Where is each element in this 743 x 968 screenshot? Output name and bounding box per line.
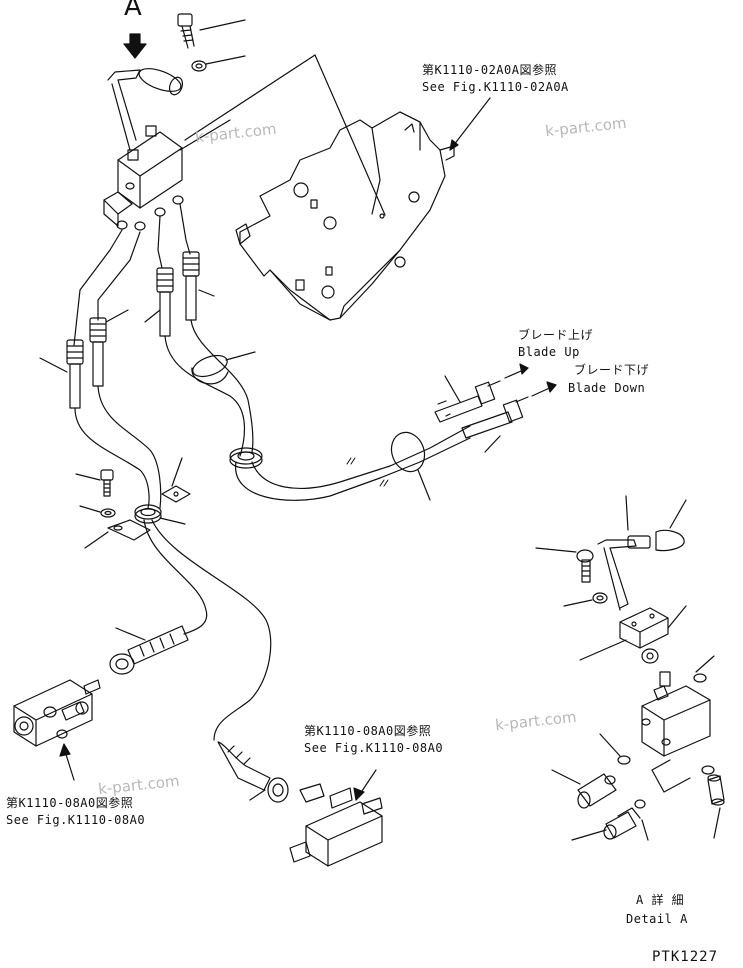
control-lever xyxy=(107,68,184,151)
detail-straight-fitting xyxy=(707,774,725,839)
blade-down-en: Blade Down xyxy=(568,381,646,395)
leader-mount xyxy=(184,54,316,141)
lower-fitting-right xyxy=(217,741,289,803)
control-valve xyxy=(103,119,231,231)
top-bolt xyxy=(177,13,246,49)
hose-clamp-upper xyxy=(191,351,256,385)
blade-down-fitting xyxy=(461,396,529,453)
detail-elbow-1 xyxy=(551,769,617,809)
view-arrow-a xyxy=(123,33,147,59)
detail-lever xyxy=(597,495,687,611)
blade-up-fitting xyxy=(434,375,501,423)
bottom-valve-block xyxy=(289,769,383,867)
detail-valve xyxy=(641,655,715,793)
hose-left-pair xyxy=(73,203,191,346)
hose-fitting-3 xyxy=(144,267,174,337)
top-washer xyxy=(191,55,246,72)
detail-orings xyxy=(599,733,715,809)
detail-washer xyxy=(563,592,608,607)
lower-fitting-left xyxy=(109,625,189,675)
small-washer xyxy=(79,505,116,518)
view-label-a: A xyxy=(124,0,143,22)
detail-bracket xyxy=(579,605,687,661)
left-valve-block xyxy=(13,679,101,781)
hose-fitting-2 xyxy=(89,309,129,387)
blade-up-arrow xyxy=(504,363,529,379)
blade-up-en: Blade Up xyxy=(518,345,580,359)
detail-a-jp: A 詳 細 xyxy=(636,893,685,907)
ref-left-en: See Fig.K1110-08A0 xyxy=(6,813,146,827)
blade-down-arrow xyxy=(531,381,557,397)
leader-mount-2 xyxy=(314,54,386,216)
detail-bolt xyxy=(535,547,594,583)
grommet-upper xyxy=(229,447,263,469)
hose-fitting-1 xyxy=(39,339,84,409)
ref-top-en: See Fig.K1110-02A0A xyxy=(422,80,569,94)
hoses-to-grommet xyxy=(74,385,162,509)
hose-clip xyxy=(161,457,191,503)
detail-a-en: Detail A xyxy=(626,912,688,926)
small-bolt xyxy=(75,469,114,497)
ref-left-jp: 第K1110-08A0図参照 xyxy=(6,796,134,810)
hoses-to-blade xyxy=(164,319,471,501)
hose-bracket-plate xyxy=(84,519,151,549)
grommet-lower xyxy=(134,504,186,525)
drawing-code: PTK1227 xyxy=(652,949,719,965)
ref-top-jp: 第K1110-02A0A図参照 xyxy=(422,63,557,77)
detail-nut xyxy=(641,648,659,664)
blade-up-jp: ブレード上げ xyxy=(518,328,594,342)
blade-down-jp: ブレード下げ xyxy=(574,363,650,377)
mounting-bracket xyxy=(235,97,491,321)
hose-clamp-lower xyxy=(390,431,431,501)
lower-hoses xyxy=(143,519,272,741)
detail-elbow-2 xyxy=(571,807,649,841)
hose-fitting-4 xyxy=(182,251,215,321)
ref-bottom-jp: 第K1110-08A0図参照 xyxy=(304,724,432,738)
ref-bottom-en: See Fig.K1110-08A0 xyxy=(304,741,444,755)
